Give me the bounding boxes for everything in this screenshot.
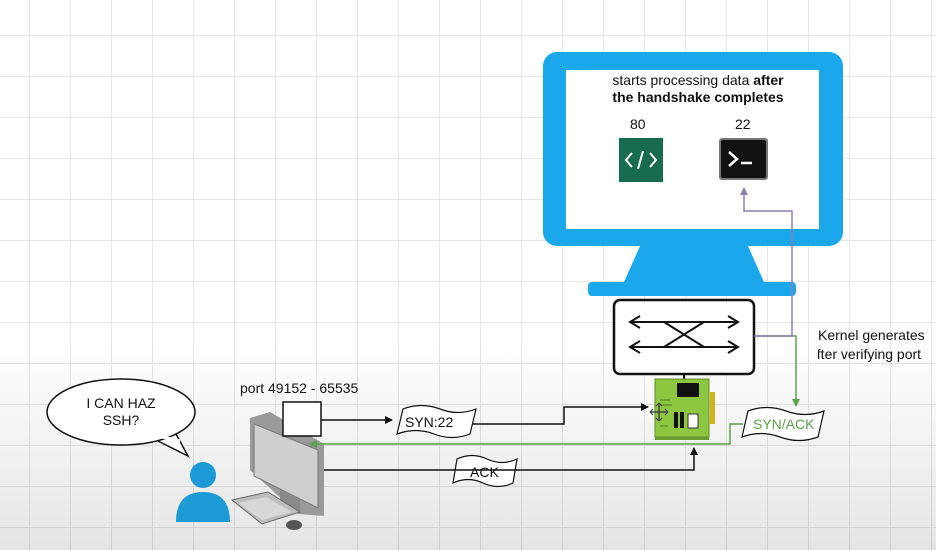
syn-label: SYN:22 — [405, 414, 454, 430]
speech-text: I CAN HAZ SSH? — [72, 395, 170, 429]
speech-line2: SSH? — [102, 412, 140, 428]
speech-bubble-icon — [46, 378, 196, 458]
html-code-icon — [619, 138, 663, 182]
kernel-note-line2: after verifying port — [818, 346, 922, 362]
server-text-line2: the handshake completes — [612, 89, 784, 105]
arrow-kernel-syn-ack — [754, 335, 800, 407]
server-text-line1: starts processing data — [612, 72, 750, 88]
syn-ack-packet-shape — [741, 406, 825, 442]
switch-icon — [612, 298, 756, 379]
ack-label: ACK — [470, 464, 499, 480]
move-cursor-icon — [649, 402, 669, 422]
network-card-icon — [654, 378, 715, 440]
arrow-kernel-to-ssh — [740, 187, 793, 337]
kernel-note-line1: Kernel generates — [818, 327, 925, 343]
server-description: starts processing data after the handsha… — [582, 72, 814, 106]
speech-line1: I CAN HAZ — [86, 395, 156, 411]
ack-packet-shape — [452, 454, 518, 488]
arrow-ack-to-nic — [324, 447, 698, 471]
client-port-range-label: port 49152 - 65535 — [240, 380, 359, 396]
port-80-label: 80 — [630, 116, 646, 132]
terminal-icon — [719, 138, 768, 180]
arrow-syn-to-nic — [472, 403, 649, 425]
client-port-box — [282, 401, 322, 437]
syn-packet-shape — [396, 404, 477, 439]
server-text-after: after — [753, 72, 784, 88]
arrow-syn-ack-to-client — [309, 423, 743, 448]
kernel-note: Kernel generates after verifying port — [818, 326, 936, 364]
port-22-label: 22 — [735, 116, 751, 132]
server-monitor-icon — [543, 52, 843, 296]
desktop-computer-icon — [230, 412, 324, 530]
user-icon — [176, 462, 230, 522]
syn-ack-label: SYN/ACK — [753, 416, 815, 432]
